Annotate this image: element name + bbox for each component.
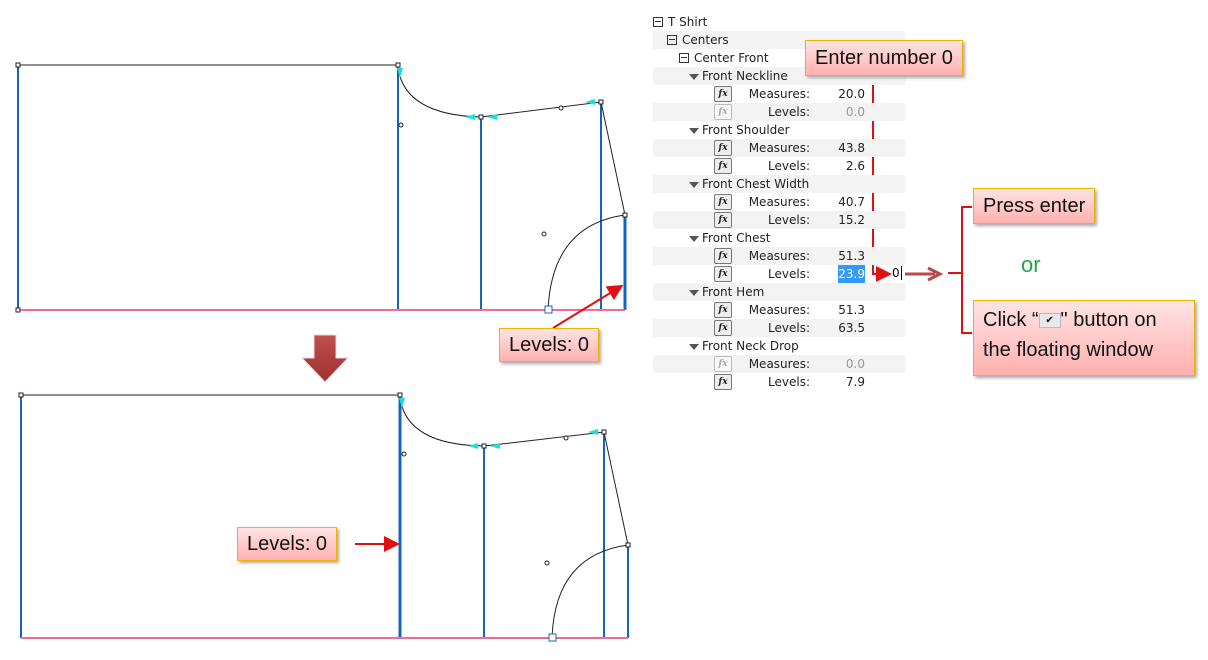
levels-edit-input[interactable]: 0 bbox=[892, 266, 902, 280]
tree-node-root[interactable]: T Shirt bbox=[653, 13, 905, 31]
tree-section[interactable]: Front Shoulder bbox=[653, 121, 905, 139]
formula-fx-button[interactable]: fx bbox=[714, 140, 732, 156]
collapse-icon[interactable] bbox=[667, 34, 677, 45]
measurement-tree: T Shirt Centers Center Front Front Neckl… bbox=[653, 13, 905, 391]
levels-value[interactable]: 15.2 bbox=[838, 213, 865, 227]
tree-node-item[interactable]: Center Front bbox=[653, 49, 905, 67]
expand-triangle-icon[interactable] bbox=[689, 289, 699, 296]
collapse-icon[interactable] bbox=[653, 16, 663, 27]
measures-value[interactable]: 0.0 bbox=[845, 357, 865, 371]
down-arrow-icon bbox=[300, 334, 350, 383]
levels-value[interactable]: 7.9 bbox=[845, 375, 865, 389]
measures-value[interactable]: 20.0 bbox=[838, 87, 865, 101]
collapse-icon[interactable] bbox=[679, 52, 689, 63]
levels-value[interactable]: 23.9 bbox=[838, 265, 865, 283]
arrow-right-icon bbox=[905, 266, 944, 282]
formula-fx-button[interactable]: fx bbox=[714, 194, 732, 210]
formula-fx-button[interactable]: fx bbox=[714, 158, 732, 174]
callout-levels-top: Levels: 0 bbox=[499, 328, 600, 362]
levels-value[interactable]: 2.6 bbox=[845, 159, 865, 173]
measures-value[interactable]: 40.7 bbox=[838, 195, 865, 209]
levels-value[interactable]: 63.5 bbox=[838, 321, 865, 335]
expand-triangle-icon[interactable] bbox=[689, 181, 699, 188]
expand-triangle-icon[interactable] bbox=[689, 343, 699, 350]
pattern-before[interactable] bbox=[15, 62, 628, 314]
levels-value[interactable]: 0.0 bbox=[845, 105, 865, 119]
formula-fx-button[interactable]: fx bbox=[714, 266, 732, 282]
callout-enter-number: Enter number 0 bbox=[805, 40, 963, 76]
formula-fx-button[interactable]: fx bbox=[714, 302, 732, 318]
formula-fx-button[interactable]: fx bbox=[714, 212, 732, 228]
callout-click-check: Click “✔" button on the floating window bbox=[973, 300, 1195, 376]
formula-fx-button[interactable]: fx bbox=[714, 374, 732, 390]
expand-triangle-icon[interactable] bbox=[689, 127, 699, 134]
measures-value[interactable]: 51.3 bbox=[838, 303, 865, 317]
expand-triangle-icon[interactable] bbox=[689, 73, 699, 80]
formula-fx-button[interactable]: fx bbox=[714, 248, 732, 264]
measures-value[interactable]: 51.3 bbox=[838, 249, 865, 263]
callout-levels-bottom: Levels: 0 bbox=[237, 527, 338, 561]
measures-value[interactable]: 43.8 bbox=[838, 141, 865, 155]
formula-fx-button[interactable]: fx bbox=[714, 86, 732, 102]
tree-section[interactable]: Front Chest bbox=[653, 229, 905, 247]
expand-triangle-icon[interactable] bbox=[689, 235, 699, 242]
tree-section[interactable]: Front Hem bbox=[653, 283, 905, 301]
or-text: or bbox=[1021, 252, 1041, 277]
formula-fx-button[interactable]: fx bbox=[714, 320, 732, 336]
pattern-after[interactable] bbox=[18, 392, 631, 642]
tree-section[interactable]: Front Neck Drop bbox=[653, 337, 905, 355]
tree-section[interactable]: Front Chest Width bbox=[653, 175, 905, 193]
callout-press-enter: Press enter bbox=[973, 188, 1096, 224]
formula-fx-button[interactable]: fx bbox=[714, 104, 732, 120]
formula-fx-button[interactable]: fx bbox=[714, 356, 732, 372]
check-icon: ✔ bbox=[1038, 313, 1061, 329]
